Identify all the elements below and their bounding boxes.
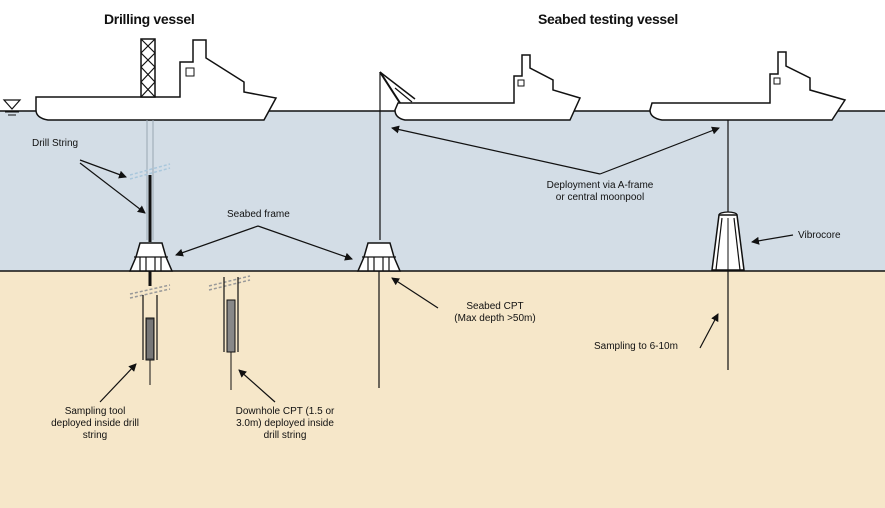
drill-string xyxy=(129,120,171,242)
label-sampling-tool-line2: deployed inside drill xyxy=(51,418,139,429)
sampling-tool xyxy=(147,320,153,358)
label-downhole-cpt-line2: 3.0m) deployed inside xyxy=(236,418,334,429)
label-seabed-cpt-line2: (Max depth >50m) xyxy=(454,313,536,324)
label-downhole-cpt-line3: drill string xyxy=(263,430,307,441)
title-drilling-vessel: Drilling vessel xyxy=(104,11,195,27)
water-level-triangle-icon xyxy=(2,99,22,116)
a-frame-crane xyxy=(379,71,416,240)
arrow-drill-string-lower xyxy=(79,162,146,214)
label-seabed-cpt: Seabed CPT (Max depth >50m) xyxy=(430,301,560,325)
drilling-derrick xyxy=(140,38,156,98)
water-region xyxy=(0,111,885,271)
label-deployment: Deployment via A-frame or central moonpo… xyxy=(505,180,695,204)
seabed-testing-vessel-moonpool xyxy=(649,51,847,121)
vibrocore-unit xyxy=(711,211,745,271)
arrow-seabed-frame-right xyxy=(257,225,353,261)
arrow-sampling-depth xyxy=(699,313,719,349)
arrow-seabed-cpt xyxy=(391,277,439,309)
arrow-vibrocore xyxy=(751,234,794,245)
arrow-drill-string-upper xyxy=(79,159,127,179)
arrow-deployment-aframe xyxy=(391,125,601,175)
seabed-testing-vessel-aframe xyxy=(394,54,582,121)
label-vibrocore: Vibrocore xyxy=(798,230,841,241)
label-seabed-frame: Seabed frame xyxy=(227,209,290,220)
drilling-vessel-ship xyxy=(35,39,278,121)
seabed-frame-cpt xyxy=(356,242,402,272)
seabed-region xyxy=(0,271,885,508)
arrow-deployment-moonpool xyxy=(599,126,720,175)
label-downhole-cpt: Downhole CPT (1.5 or 3.0m) deployed insi… xyxy=(220,406,350,442)
seabed-frame-drilling xyxy=(128,242,174,272)
arrow-seabed-frame-left xyxy=(175,225,259,257)
arrow-downhole-cpt xyxy=(238,369,276,403)
title-seabed-testing-vessel: Seabed testing vessel xyxy=(538,11,678,27)
label-downhole-cpt-line1: Downhole CPT (1.5 or xyxy=(235,406,335,417)
label-sampling-tool-line1: Sampling tool xyxy=(64,406,126,417)
label-sampling-tool: Sampling tool deployed inside drill stri… xyxy=(30,406,160,442)
label-drill-string: Drill String xyxy=(32,138,79,149)
arrow-sampling-tool xyxy=(99,363,137,403)
label-deployment-line1: Deployment via A-frame xyxy=(546,180,654,191)
label-deployment-line2: or central moonpool xyxy=(555,192,645,203)
label-sampling-tool-line3: string xyxy=(82,430,108,441)
label-sampling-depth: Sampling to 6-10m xyxy=(594,341,678,352)
downhole-cpt-borehole xyxy=(208,275,251,390)
label-seabed-cpt-line1: Seabed CPT xyxy=(466,301,524,312)
